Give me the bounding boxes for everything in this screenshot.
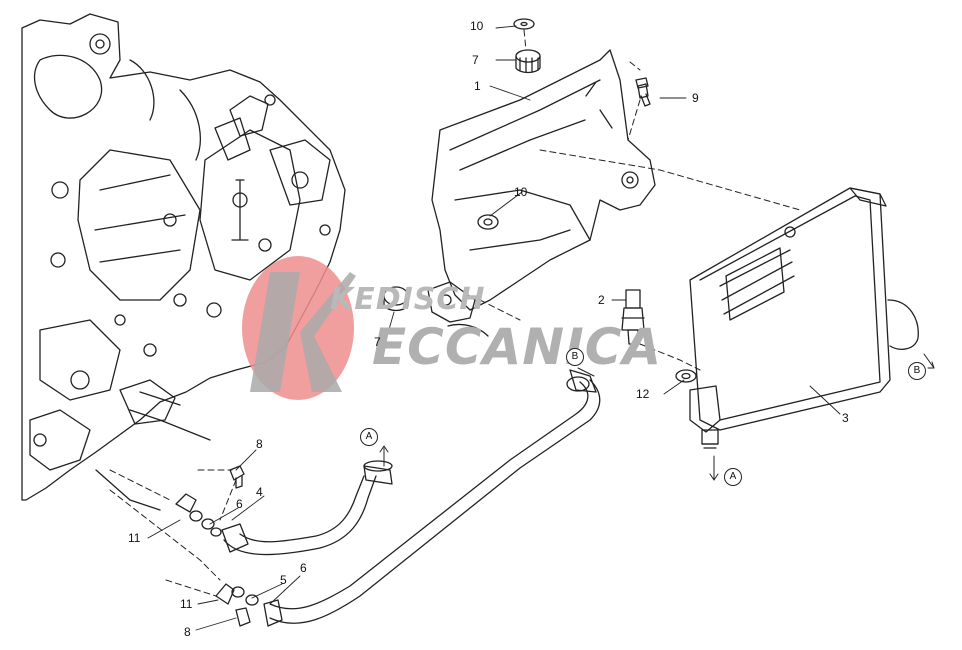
connection-ref-b-radiator: B	[908, 362, 926, 380]
callout-8-upper: 8	[256, 437, 263, 451]
washer-part-10-upper	[513, 18, 535, 30]
lower-bracket-clamp	[427, 281, 489, 337]
engine-block	[21, 13, 346, 511]
watermark-circle	[242, 256, 356, 400]
callout-2: 2	[598, 293, 605, 307]
oil-cooler-radiator	[689, 187, 919, 449]
callout-7-lower: 7	[374, 335, 381, 349]
fastener-group-upper	[175, 465, 245, 537]
callout-10-lower: 10	[514, 185, 528, 199]
washer-part-10-lower	[477, 214, 499, 230]
callout-6-upper: 6	[236, 497, 243, 511]
callout-4: 4	[256, 485, 263, 499]
callout-3: 3	[842, 411, 849, 425]
sealing-washer-part-12	[675, 369, 697, 383]
fastener-group-lower	[215, 583, 259, 627]
watermark-text-line1: KEDISCH	[330, 282, 486, 317]
callout-6-lower: 6	[300, 561, 307, 575]
callout-1: 1	[474, 79, 481, 93]
callout-12: 12	[636, 387, 650, 401]
oil-pipe-long	[263, 369, 601, 627]
callout-8-lower: 8	[184, 625, 191, 639]
callout-11-lower: 11	[180, 597, 193, 611]
callout-10-upper: 10	[470, 19, 484, 33]
grommet-part-7-lower	[383, 286, 409, 312]
callout-leaders	[147, 25, 841, 631]
callout-5: 5	[280, 573, 287, 587]
radiator-bracket	[431, 49, 656, 311]
callout-11-upper: 11	[128, 531, 141, 545]
assembly-dashed-lines	[109, 29, 801, 597]
callout-7-upper: 7	[472, 53, 479, 67]
connection-ref-a-radiator: A	[724, 468, 742, 486]
connection-ref-a-pipe: A	[360, 428, 378, 446]
grommet-part-7-upper	[515, 49, 541, 74]
screw-part-9	[635, 77, 651, 107]
connection-arrows	[379, 353, 935, 481]
watermark-text-line2: ECCANICA	[372, 318, 663, 376]
connection-ref-b-pipe: B	[566, 348, 584, 366]
oil-temp-sensor	[621, 289, 645, 345]
oil-pipe-short	[221, 460, 393, 556]
callout-9: 9	[692, 91, 699, 105]
